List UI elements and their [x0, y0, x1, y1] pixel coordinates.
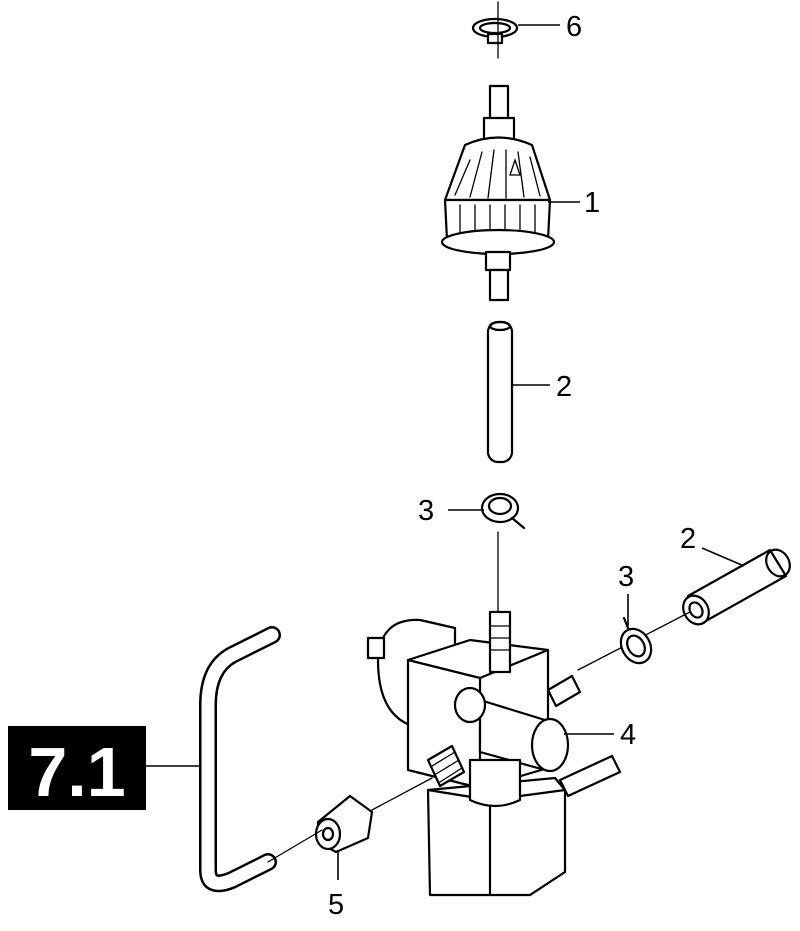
section-badge: 7.1: [8, 726, 146, 811]
callout-2-right: 2: [680, 523, 696, 555]
callout-6: 6: [566, 11, 582, 43]
callout-4: 4: [620, 719, 636, 751]
hose-clamp-upper: [480, 492, 526, 530]
filter: [440, 84, 556, 302]
section-badge-label: 7.1: [28, 733, 125, 811]
callout-5: 5: [328, 889, 344, 921]
callout-2-upper: 2: [556, 371, 572, 403]
hose-clamp-right: [619, 616, 653, 665]
assembly-line-bent-hose: [267, 829, 323, 863]
valve-block: [366, 610, 622, 897]
bent-hose: [199, 626, 281, 893]
callout-3-right: 3: [618, 561, 634, 593]
callout-1: 1: [584, 187, 600, 219]
leader-2-right: [701, 547, 745, 567]
nut: [314, 794, 374, 854]
hose-clamp-top: [471, 1, 519, 59]
assembly-line-nut: [371, 777, 433, 811]
callout-3-upper: 3: [418, 495, 434, 527]
hose-angled: [682, 548, 791, 626]
hose-vertical: [486, 320, 514, 464]
